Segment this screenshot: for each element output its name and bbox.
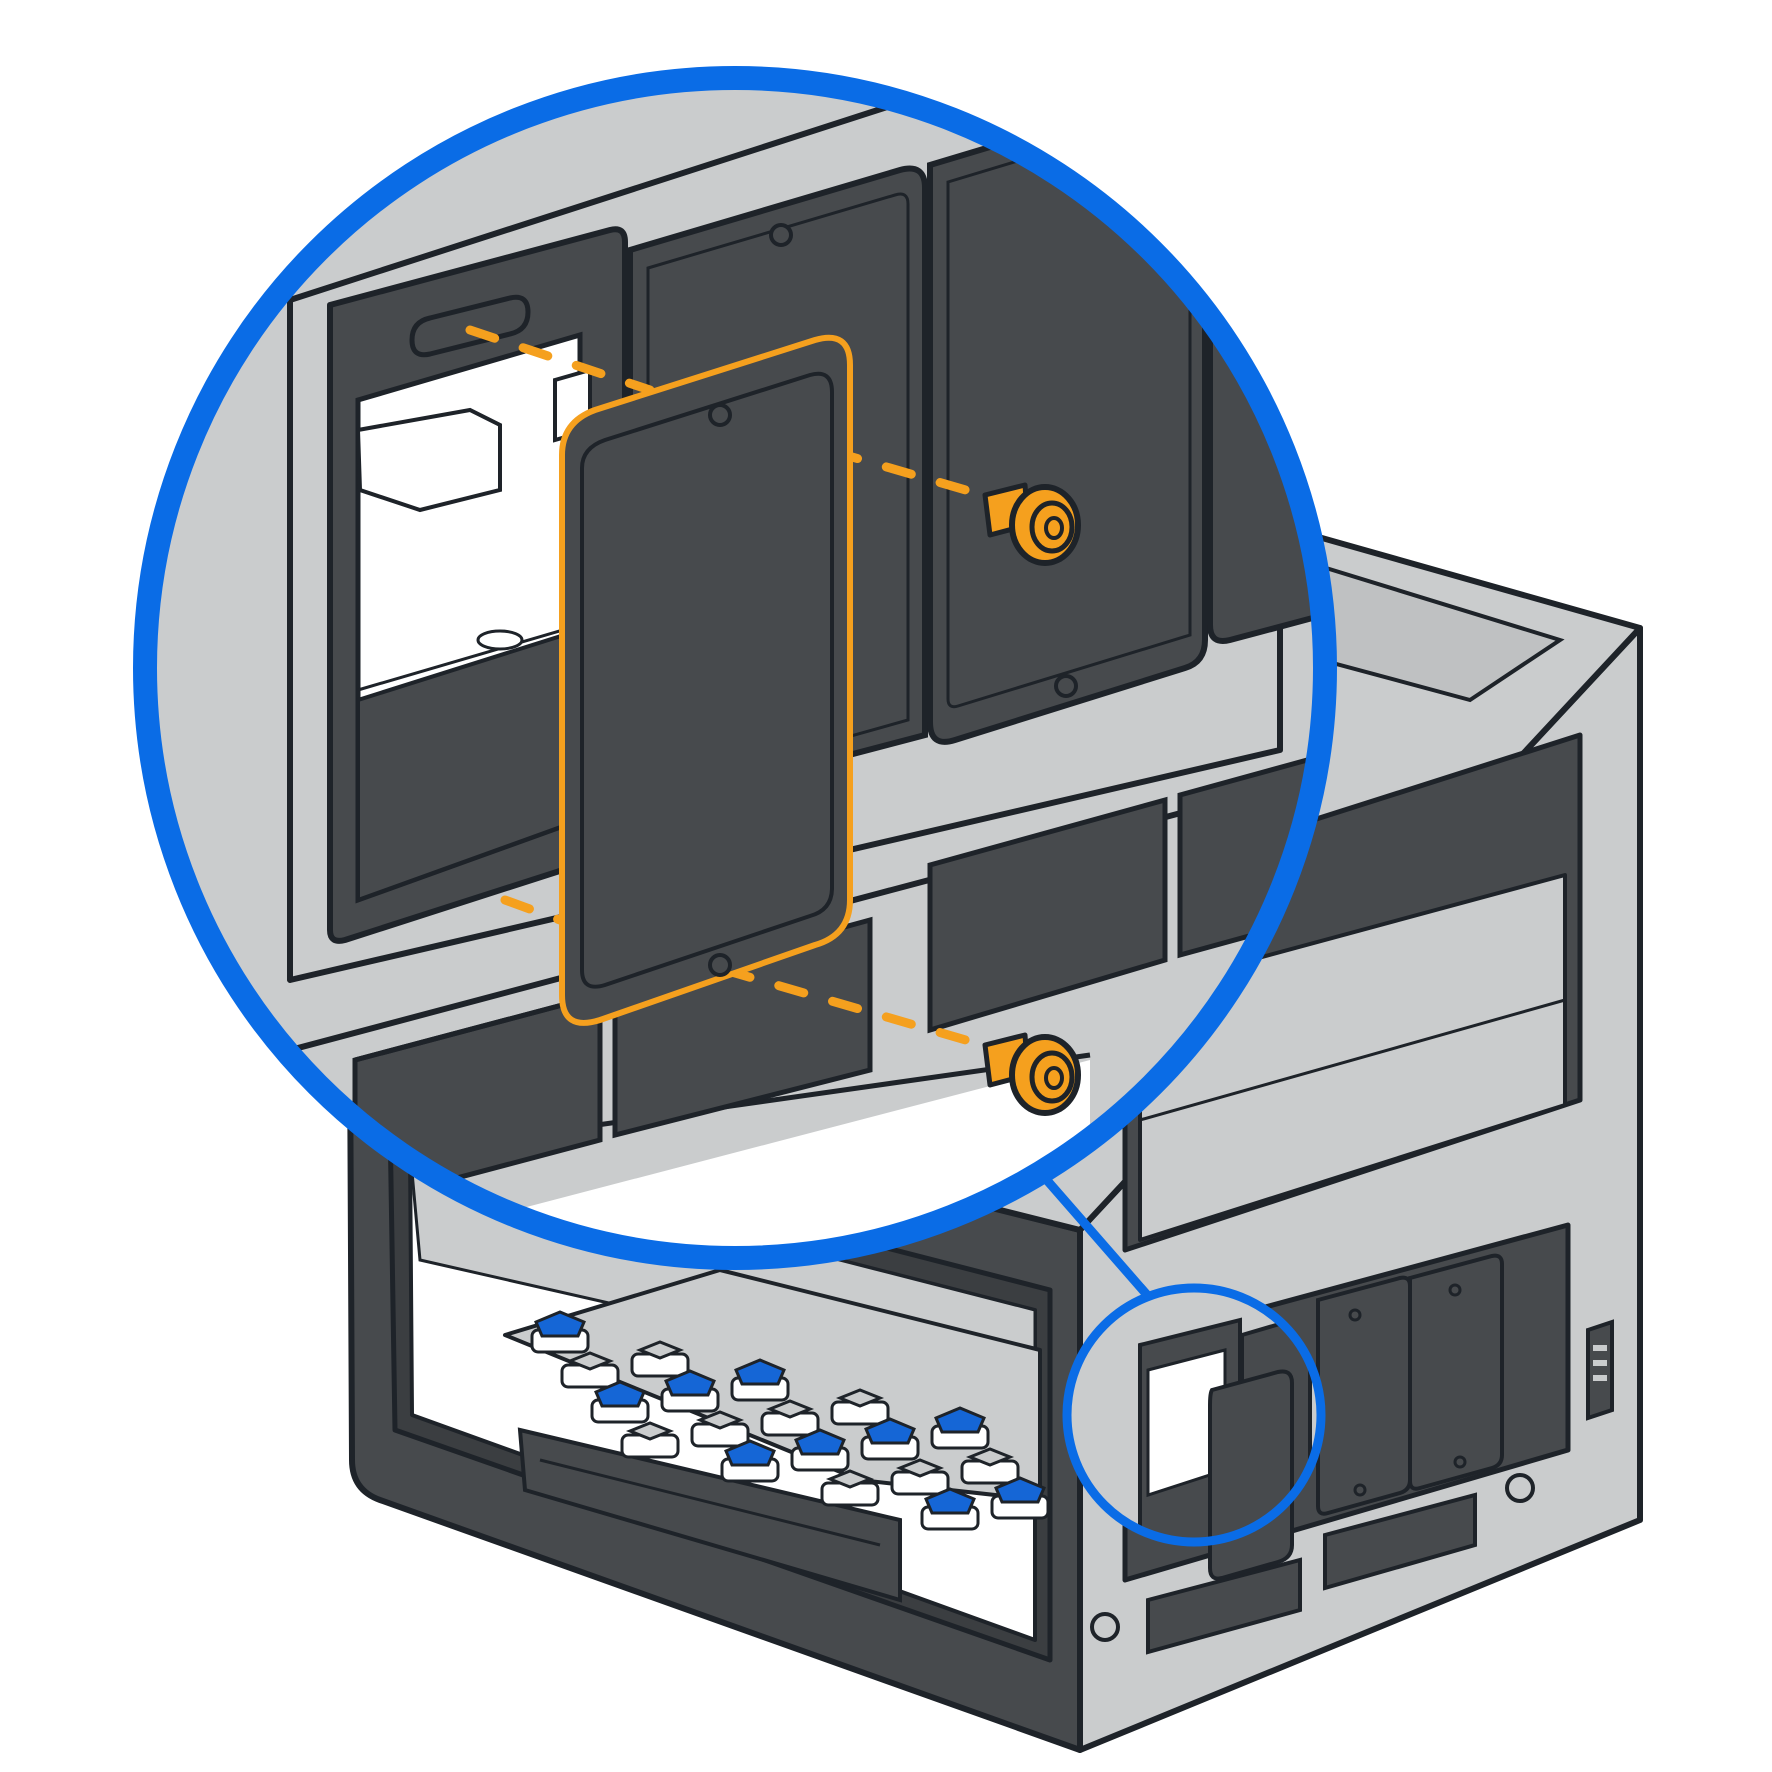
tray-cup xyxy=(830,1388,890,1426)
tray-cup xyxy=(930,1406,990,1450)
tray-cup xyxy=(890,1458,950,1496)
vent xyxy=(927,796,1168,1034)
callout-connector xyxy=(1040,1173,1153,1301)
zoom-callout-icon xyxy=(1062,1283,1326,1547)
status-indicator xyxy=(1586,1319,1614,1421)
mount-hole xyxy=(1505,1473,1535,1503)
tray-cup xyxy=(790,1428,850,1472)
mount-hole xyxy=(1090,1612,1120,1642)
sample-tray xyxy=(503,1268,1050,1603)
callout-detail-small xyxy=(1062,1283,1326,1581)
tray-cup xyxy=(690,1410,750,1448)
tray-cup xyxy=(630,1340,690,1378)
tray-cup xyxy=(990,1476,1050,1520)
tray-cup xyxy=(760,1399,820,1437)
tray-cup xyxy=(960,1447,1020,1485)
callout-zoom xyxy=(133,66,1337,1270)
zoom-callout-icon xyxy=(133,66,1337,1270)
tray-cup xyxy=(620,1421,680,1459)
alignment-guide xyxy=(465,325,1005,1055)
cover-plate-icon xyxy=(559,334,853,1026)
module-slot xyxy=(327,226,628,944)
vent xyxy=(1323,1492,1477,1591)
module-slot xyxy=(1316,1253,1504,1516)
vent xyxy=(1146,1557,1302,1655)
tray-cup xyxy=(730,1358,790,1402)
tray-cup xyxy=(820,1469,880,1507)
screw-icon xyxy=(982,482,1081,566)
cover-plate-icon xyxy=(1208,1369,1294,1581)
tray-cup xyxy=(860,1417,920,1461)
tray-cup xyxy=(590,1380,650,1424)
tray-cup xyxy=(720,1439,780,1483)
tray-cup xyxy=(530,1310,590,1354)
tray-cup xyxy=(560,1351,620,1389)
tray-cup xyxy=(920,1487,980,1531)
tray-cup xyxy=(660,1369,720,1413)
screw-icon xyxy=(982,1032,1081,1116)
